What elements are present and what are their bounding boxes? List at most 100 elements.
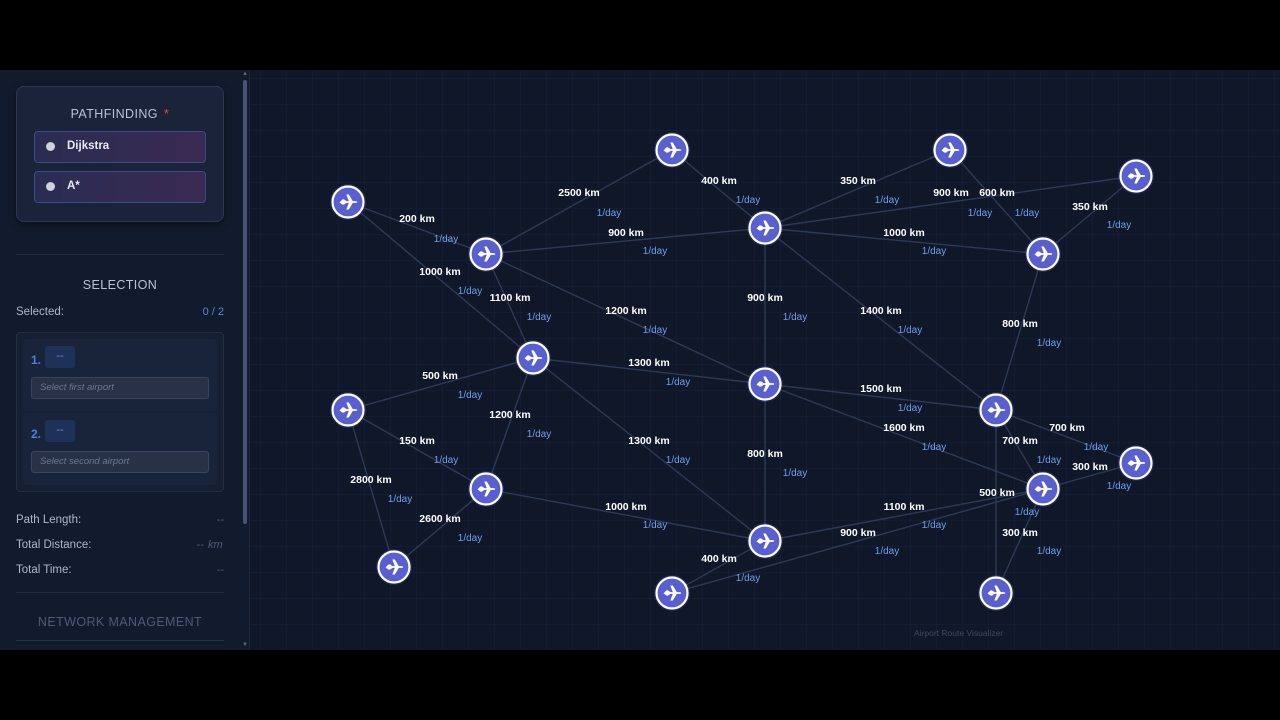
route-line[interactable] [485,253,766,385]
route-line[interactable] [764,383,997,411]
airport-node[interactable] [932,132,968,168]
route-line[interactable] [764,227,997,411]
slot-second-airport: 2. -- Select second airport [23,413,217,485]
route-distance-label: 800 km [747,448,783,460]
route-frequency-label: 1/day [898,325,922,336]
airport-node[interactable] [330,392,366,428]
route-distance-label: 700 km [1002,435,1038,447]
sidebar-scrollbar[interactable]: ▲ ▼ [241,70,249,650]
route-distance-label: 150 km [399,435,435,447]
route-distance-label: 1100 km [490,292,531,304]
route-line[interactable] [995,409,1137,464]
route-line[interactable] [347,409,487,490]
slot-code-badge: -- [45,346,75,368]
slot-code-badge: -- [45,420,75,442]
route-frequency-label: 1/day [898,403,922,414]
airport-node[interactable] [376,549,412,585]
airport-node[interactable] [1118,445,1154,481]
route-frequency-label: 1/day [875,195,899,206]
airport-node[interactable] [1118,158,1154,194]
airport-node[interactable] [978,392,1014,428]
selection-slots: 1. -- Select first airport 2. -- Select … [16,332,224,492]
first-airport-input[interactable]: Select first airport [31,377,209,399]
divider [16,254,224,255]
airport-node[interactable] [330,184,366,220]
route-distance-label: 1200 km [605,305,646,317]
route-lines [347,149,1137,594]
route-line[interactable] [995,488,1044,594]
route-distance-label: 900 km [933,187,969,199]
route-distance-label: 400 km [701,553,737,565]
route-line[interactable] [532,357,766,542]
route-line[interactable] [485,488,766,542]
route-line[interactable] [949,149,1044,255]
airport-node[interactable] [654,575,690,611]
route-frequency-label: 1/day [597,208,621,219]
route-line[interactable] [671,149,766,229]
route-distance-label: 900 km [747,292,783,304]
scroll-down-arrow-icon[interactable]: ▼ [242,642,248,648]
route-line[interactable] [995,253,1044,411]
route-distance-label: 1000 km [419,266,460,278]
airport-node[interactable] [468,471,504,507]
route-line[interactable] [671,488,1044,594]
airport-node[interactable] [654,132,690,168]
algorithm-option-dijkstra[interactable]: Dijkstra [34,131,206,163]
route-frequency-label: 1/day [783,312,807,323]
algorithm-option-label: A* [67,180,80,192]
route-line[interactable] [393,488,487,568]
route-line[interactable] [485,149,673,255]
route-distance-label: 350 km [840,175,876,187]
route-frequency-label: 1/day [922,520,946,531]
scroll-up-arrow-icon[interactable]: ▲ [242,71,248,77]
airport-node[interactable] [1025,471,1061,507]
network-management-title: NETWORK MANAGEMENT [37,615,203,629]
route-line[interactable] [485,357,534,490]
route-distance-label: 1600 km [883,422,924,434]
route-line[interactable] [1042,175,1137,255]
route-line[interactable] [485,253,534,359]
selected-count: 0 / 2 [202,306,224,318]
airport-node[interactable] [747,366,783,402]
route-frequency-label: 1/day [527,429,551,440]
airport-node[interactable] [1025,236,1061,272]
route-frequency-label: 1/day [643,520,667,531]
route-line[interactable] [764,175,1137,229]
route-line[interactable] [532,357,766,385]
route-distance-label: 1500 km [860,383,901,395]
selected-label: Selected: [16,306,64,318]
route-frequency-label: 1/day [1015,507,1039,518]
route-line[interactable] [347,201,534,359]
route-line[interactable] [764,149,951,229]
airport-node[interactable] [747,523,783,559]
route-frequency-label: 1/day [783,468,807,479]
airport-node[interactable] [747,210,783,246]
route-line[interactable] [764,488,1044,542]
scrollbar-thumb[interactable] [243,80,247,524]
second-airport-input[interactable]: Select second airport [31,451,209,473]
route-distance-label: 600 km [979,187,1015,199]
airport-node[interactable] [978,575,1014,611]
airport-node[interactable] [468,236,504,272]
route-distance-label: 2800 km [350,474,391,486]
algorithm-option-astar[interactable]: A* [34,171,206,203]
route-line[interactable] [347,201,487,255]
route-distance-label: 1000 km [883,227,924,239]
radio-circle-icon[interactable] [46,142,55,151]
route-line[interactable] [485,227,766,255]
route-frequency-label: 1/day [1015,208,1039,219]
route-line[interactable] [671,540,766,594]
radio-circle-icon[interactable] [46,182,55,191]
route-frequency-label: 1/day [736,195,760,206]
route-frequency-label: 1/day [1084,442,1108,453]
route-frequency-label: 1/day [643,246,667,257]
airport-node[interactable] [515,340,551,376]
route-distance-label: 200 km [399,213,435,225]
route-line[interactable] [347,357,534,411]
route-line[interactable] [347,409,395,568]
divider [16,592,224,593]
route-line[interactable] [764,227,1044,255]
route-frequency-label: 1/day [1037,546,1061,557]
route-frequency-label: 1/day [434,234,458,245]
